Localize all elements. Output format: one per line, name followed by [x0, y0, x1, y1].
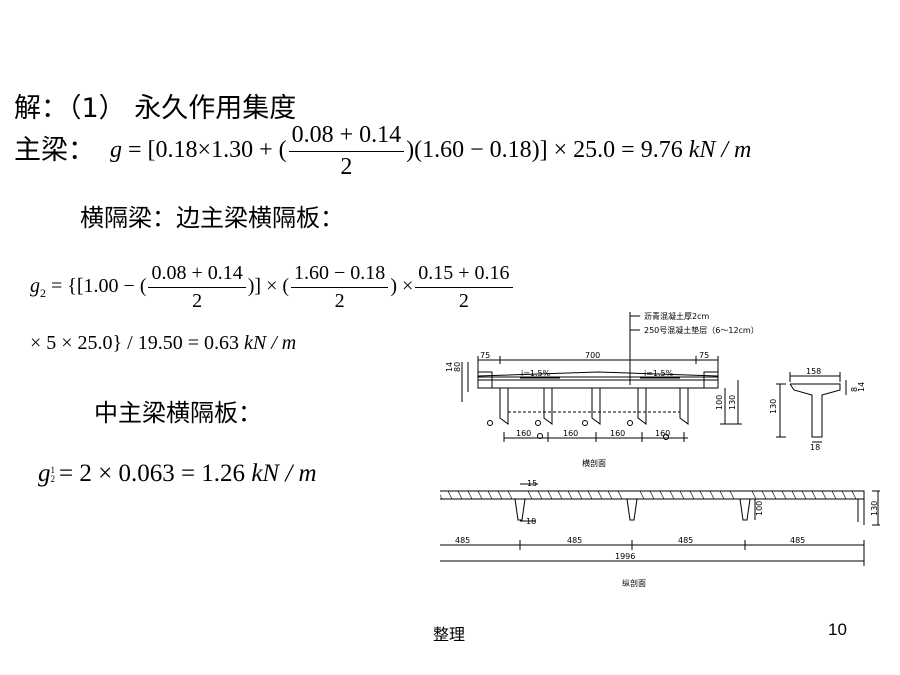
formula1-frac-den: 2	[340, 154, 353, 180]
diaphragm-label: 横隔梁：边主梁横隔板：	[80, 204, 344, 232]
formula2-frac1-num: 0.08 + 0.14	[148, 262, 246, 288]
page-number: 10	[828, 620, 847, 639]
long-total: 1996	[615, 552, 635, 561]
formula3-body: = 2 × 0.063 = 1.26	[59, 460, 246, 487]
formula3-lhs: g	[38, 460, 51, 487]
formula1-part-a: = [0.18×1.30 + (	[128, 137, 287, 164]
long-span-1: 485	[455, 536, 470, 545]
cross-section-shape	[477, 371, 719, 440]
formula2-frac3-num: 0.15 + 0.16	[415, 262, 513, 288]
long-dim-total-h: 130	[870, 501, 879, 516]
formula2-frac3-den: 2	[458, 290, 469, 312]
cross-slope-right: i=1.5%	[644, 369, 674, 378]
cross-dim-h1: 100	[715, 395, 724, 410]
cross-dim-h2: 130	[728, 395, 737, 410]
formula3-lhs-sup: 1	[50, 465, 56, 476]
long-caption: 纵剖面	[622, 578, 646, 588]
formula2-line2: × 5 × 25.0} / 19.50 = 0.63 kN / m	[30, 332, 296, 355]
formula2-part-b: )] × (	[247, 275, 290, 298]
cross-spacing-2: 160	[563, 429, 578, 438]
cross-side-top: 14	[445, 362, 454, 372]
long-span-3: 485	[678, 536, 693, 545]
formula1-part-b: )(1.60 − 0.18)] × 25.0 = 9.76	[406, 137, 683, 164]
cross-side-mid: 80	[453, 362, 462, 372]
long-dim-top: 15	[527, 479, 537, 488]
note-asphalt: 沥青混凝土厚2cm	[644, 311, 709, 321]
formula2-frac1-den: 2	[192, 290, 203, 312]
tbeam-height: 130	[769, 399, 778, 414]
formula3-unit: kN / m	[251, 460, 317, 487]
deck-hatching	[440, 490, 857, 500]
cross-spacing-3: 160	[610, 429, 625, 438]
cross-spacing-4: 160	[655, 429, 670, 438]
formula2-frac2-num: 1.60 − 0.18	[291, 262, 389, 288]
bridge-drawing: 沥青混凝土厚2cm 250号混凝土垫层（6～12cm） 75 700 75 i=…	[440, 311, 880, 588]
formula1-lhs: g	[110, 137, 122, 164]
tbeam-width: 158	[806, 367, 821, 376]
cross-caption: 横剖面	[582, 458, 606, 468]
main-beam-label: 主梁：	[14, 135, 95, 166]
formula1-unit: kN / m	[688, 137, 752, 164]
formula2-unit: kN / m	[244, 332, 297, 354]
formula2-part-a: = {[1.00 − (	[51, 275, 147, 298]
long-span-4: 485	[790, 536, 805, 545]
cross-dim-mid: 700	[585, 351, 600, 360]
tbeam-flange-a: 14	[857, 382, 866, 392]
middle-diaphragm-label: 中主梁横隔板：	[94, 399, 262, 427]
formula2-part-c: ) ×	[390, 275, 414, 298]
formula1-frac-num: 0.08 + 0.14	[288, 122, 405, 152]
formula2-lhs: g	[30, 275, 40, 298]
formula2-frac2-den: 2	[334, 290, 345, 312]
longitudinal-section-shape	[440, 490, 865, 525]
long-span-2: 485	[567, 536, 582, 545]
formula3-lhs-sub: 2	[50, 474, 56, 485]
tbeam-shape	[789, 383, 841, 438]
tbeam-web: 18	[810, 443, 820, 452]
tbeam-flange-b: 8	[850, 387, 859, 392]
heading: 解：（1） 永久作用集度	[14, 93, 297, 124]
cross-spacing-1: 160	[516, 429, 531, 438]
note-cushion: 250号混凝土垫层（6～12cm）	[644, 325, 759, 335]
footer-text: 整理	[433, 625, 466, 644]
long-dim-h: 100	[755, 501, 764, 516]
formula2-line2-body: × 5 × 25.0} / 19.50 = 0.63	[30, 332, 239, 354]
formula2-lhs-sub: 2	[40, 286, 46, 301]
cross-slope-left: i=1.5%	[521, 369, 551, 378]
cross-dim-left: 75	[480, 351, 490, 360]
long-dim-web: 18	[526, 517, 536, 526]
cross-dim-right: 75	[699, 351, 709, 360]
